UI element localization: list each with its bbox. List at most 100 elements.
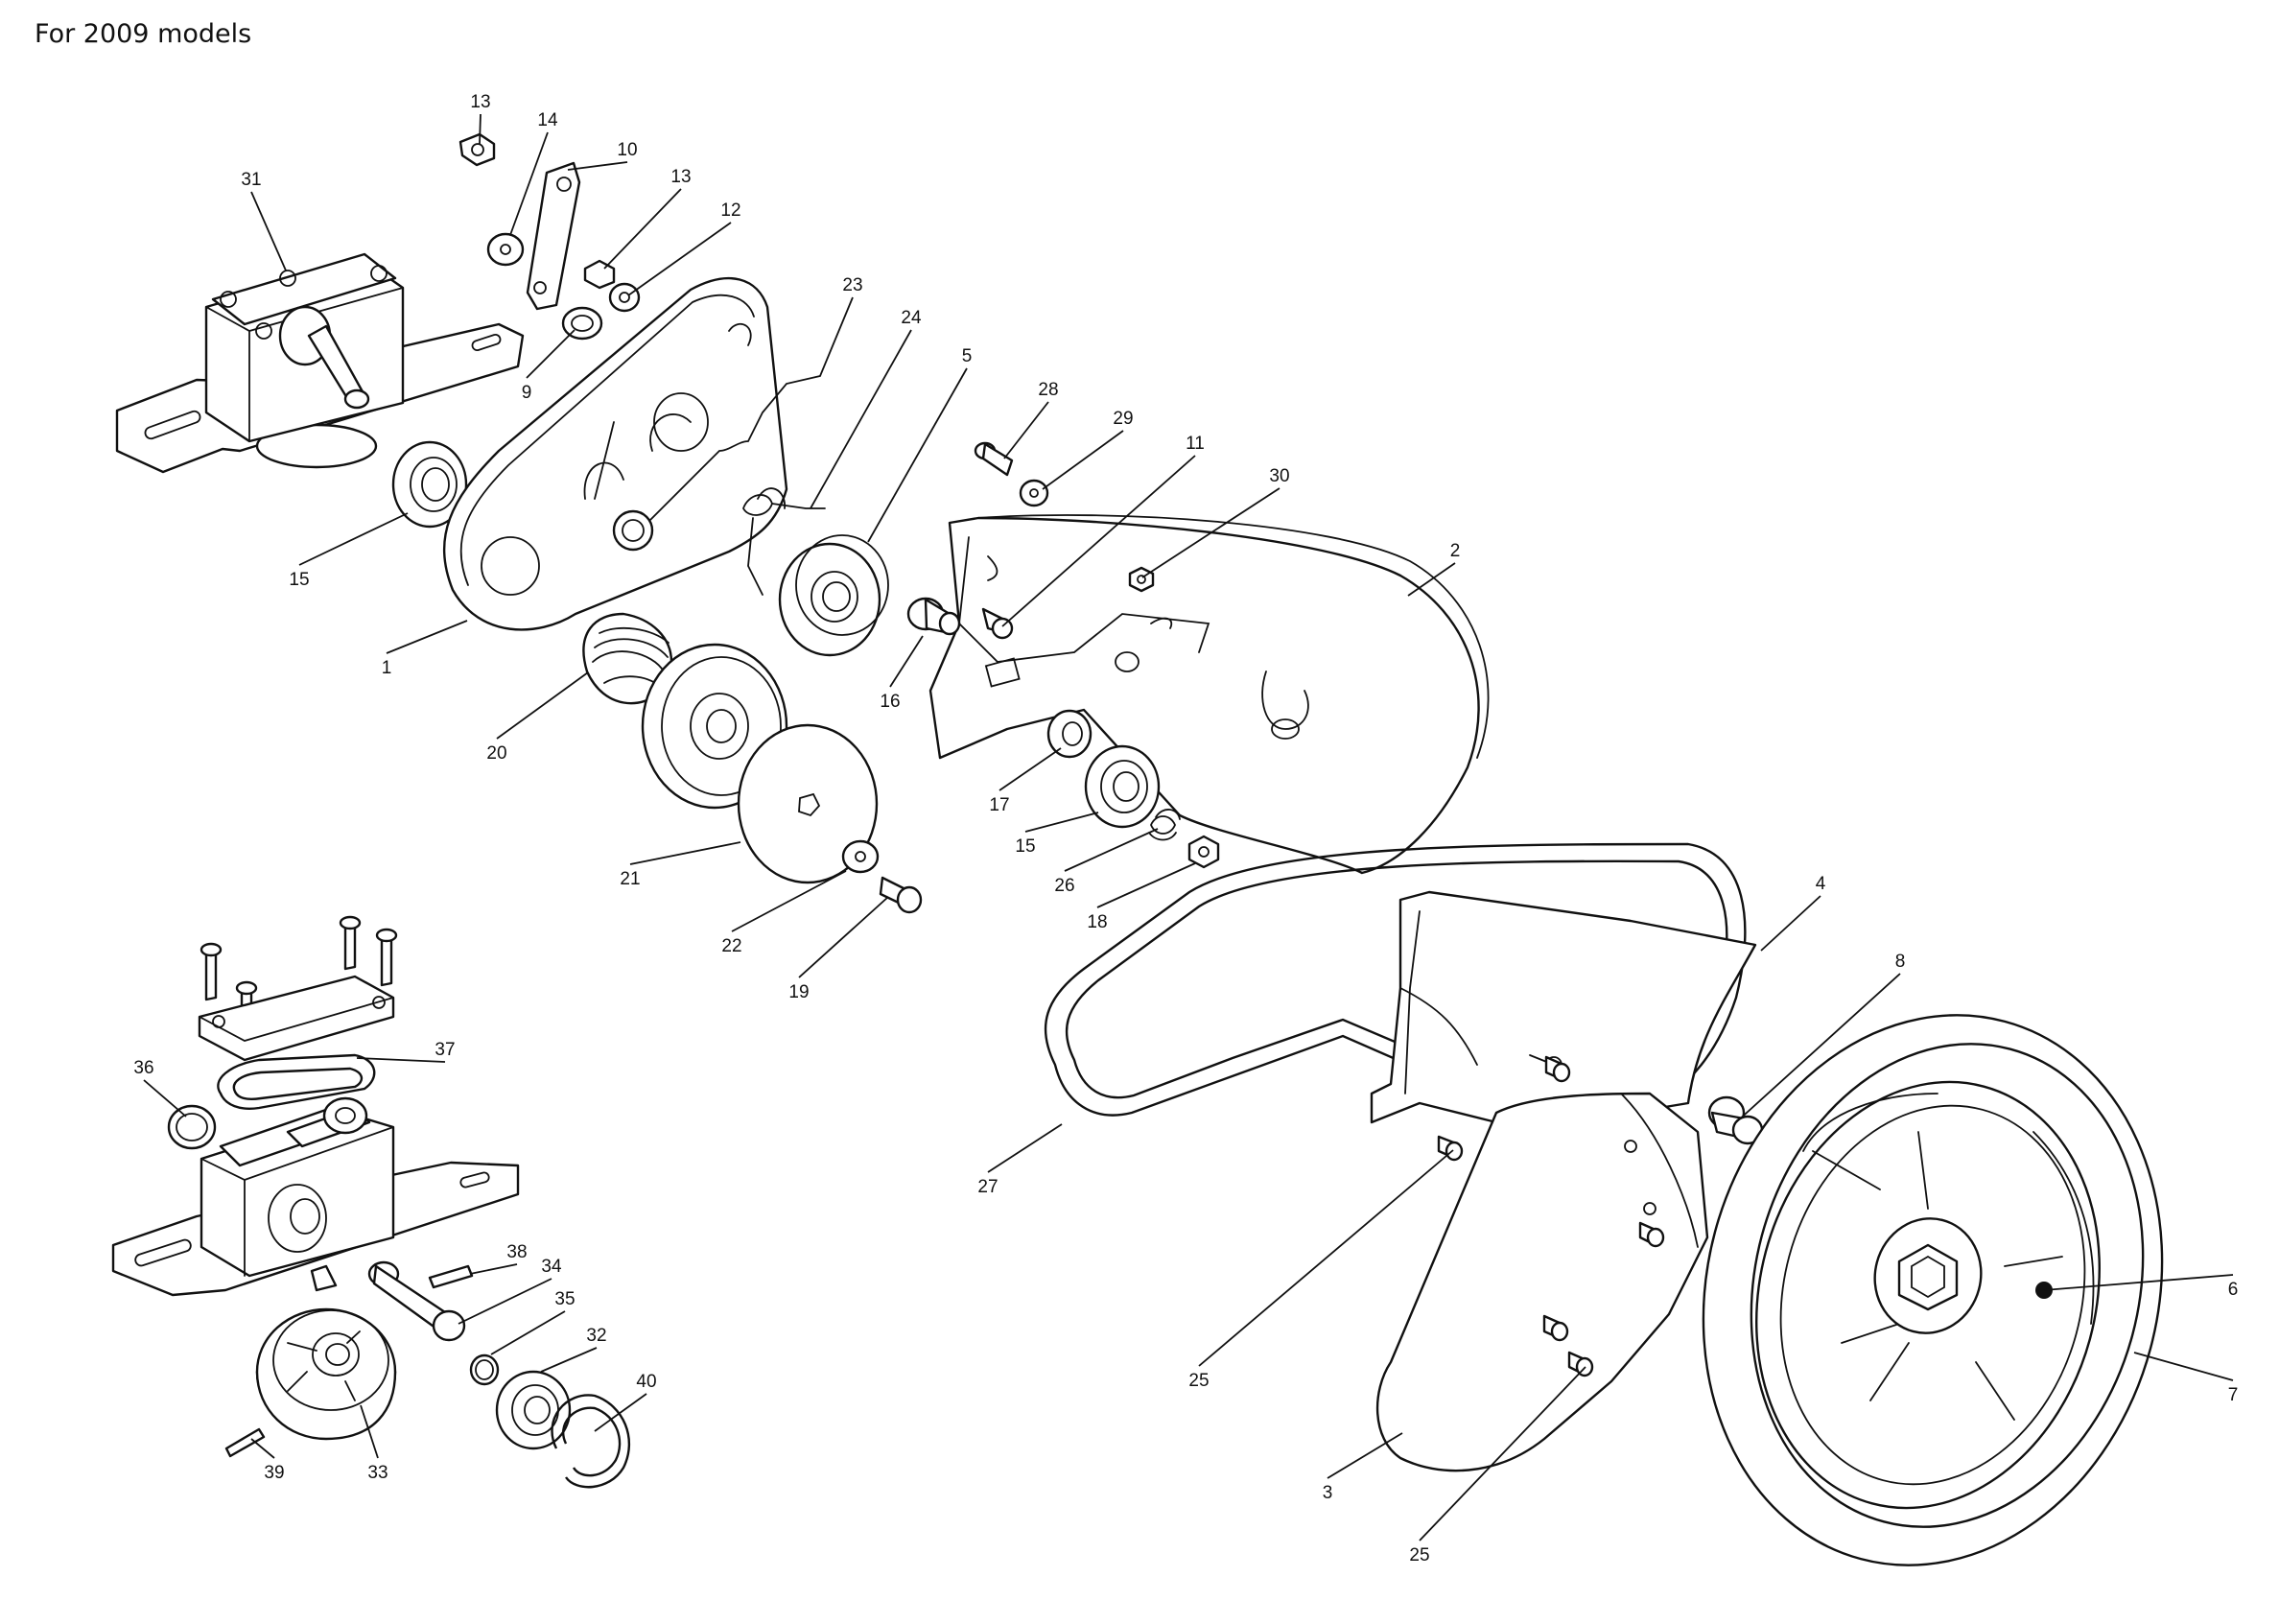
bolt-25-d (1542, 1314, 1569, 1342)
callout-35: 35 (554, 1289, 575, 1309)
ring-35 (469, 1353, 500, 1386)
belt-cover-plate-1 (442, 276, 788, 631)
belt-guard-4 (1370, 890, 1757, 1143)
pin-11 (981, 607, 1014, 640)
callout-18-leader (1096, 862, 1196, 908)
pulley-half-21 (737, 723, 879, 884)
callout-30-leader (1141, 487, 1280, 578)
callout-16-leader (889, 635, 924, 688)
callout-4: 4 (1816, 874, 1826, 894)
callout-13-top-leader (479, 113, 482, 145)
callout-9-leader (526, 329, 576, 379)
callout-16: 16 (880, 692, 900, 712)
callout-37: 37 (435, 1040, 455, 1060)
callout-25-lower-leader (1419, 1366, 1586, 1542)
circlip-40 (551, 1394, 631, 1489)
bushing-8 (1707, 1095, 1764, 1145)
washer-17 (1046, 709, 1093, 759)
pulley-33 (255, 1307, 397, 1441)
callout-6: 6 (2228, 1280, 2239, 1300)
callout-23-leader (819, 296, 854, 377)
callout-15-right: 15 (1015, 836, 1035, 857)
callout-18: 18 (1087, 912, 1107, 932)
callout-19-leader (798, 896, 889, 978)
callout-17-leader (999, 747, 1062, 791)
callout-2: 2 (1450, 541, 1461, 561)
callout-26: 26 (1054, 876, 1074, 896)
callout-1-leader (386, 620, 468, 654)
callout-25-upper: 25 (1188, 1371, 1209, 1391)
nut-18 (1187, 835, 1220, 869)
nut-30 (1128, 566, 1155, 593)
callout-35-leader (490, 1310, 566, 1355)
wheel-bracket-3 (1375, 1092, 1709, 1472)
callout-19: 19 (788, 982, 809, 1002)
callout-3: 3 (1323, 1483, 1333, 1503)
bolt-19 (879, 876, 923, 914)
callout-20: 20 (486, 743, 506, 764)
callout-10: 10 (617, 140, 637, 160)
callout-2-leader (1407, 562, 1456, 597)
callout-23: 23 (842, 275, 862, 295)
pin-38 (428, 1264, 474, 1289)
callout-6-leader (2043, 1274, 2234, 1291)
callout-28-leader (1003, 401, 1049, 459)
callout-36: 36 (133, 1058, 153, 1078)
callout-22: 22 (721, 936, 741, 956)
callout-13-top: 13 (470, 92, 490, 112)
callout-22-leader (731, 870, 847, 932)
callout-28: 28 (1038, 380, 1058, 400)
callout-37-leader (356, 1057, 446, 1063)
callout-40-leader (594, 1393, 647, 1432)
callout-39-leader (250, 1438, 275, 1459)
callout-32-leader (540, 1347, 598, 1373)
callout-8-leader (1735, 973, 1901, 1123)
callout-15-left-leader (298, 512, 409, 566)
bolt-25-a (1544, 1055, 1571, 1083)
callout-8: 8 (1895, 952, 1906, 972)
callout-21-leader (629, 841, 741, 865)
callout-13-mid: 13 (670, 167, 691, 187)
callout-24: 24 (901, 308, 922, 328)
callout-25-lower: 25 (1409, 1545, 1429, 1565)
bolt-28 (974, 441, 1014, 477)
belt-housing-2 (928, 514, 1490, 875)
callout-31-leader (250, 191, 287, 271)
callout-4-leader (1760, 895, 1821, 952)
callout-40: 40 (636, 1372, 656, 1392)
torsion-spring-24 (742, 487, 826, 596)
callout-33-leader (360, 1404, 379, 1459)
callout-25-upper-leader (1198, 1149, 1454, 1367)
callout-26-leader (1064, 828, 1159, 872)
bolt-25-c (1638, 1221, 1665, 1248)
callout-38-leader (469, 1263, 518, 1275)
drive-belt-27 (1044, 842, 1747, 1117)
callout-3-leader (1327, 1432, 1403, 1479)
pin-39 (224, 1427, 266, 1458)
washer-29 (1019, 479, 1049, 507)
page-title: For 2009 models (35, 19, 252, 49)
bearing-15-right (1084, 744, 1161, 829)
spring-26 (1148, 809, 1181, 841)
wheel-7 (1702, 1014, 2164, 1566)
bushing-16 (906, 597, 961, 636)
callout-30: 30 (1269, 466, 1289, 486)
callout-14: 14 (537, 110, 558, 130)
spring-20 (582, 612, 673, 705)
callout-12: 12 (720, 200, 740, 221)
callout-31: 31 (241, 170, 261, 190)
bolt-25-b (1437, 1135, 1464, 1162)
callout-5-leader (867, 367, 968, 543)
callout-11: 11 (1186, 434, 1205, 454)
callout-15-left: 15 (289, 570, 309, 590)
callout-7: 7 (2228, 1385, 2239, 1405)
callout-13-mid-leader (603, 188, 682, 270)
callout-14-leader (509, 131, 549, 236)
washer-22 (841, 839, 880, 874)
callout-34-leader (458, 1278, 552, 1325)
callout-38: 38 (506, 1242, 527, 1262)
callout-27-leader (987, 1123, 1063, 1173)
callout-29-leader (1042, 430, 1124, 490)
callout-1: 1 (382, 658, 392, 678)
